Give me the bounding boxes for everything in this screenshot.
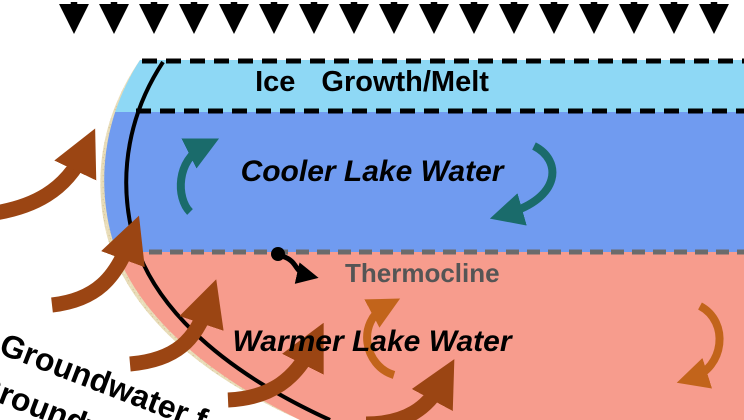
warmer-lake-water-label: Warmer Lake Water (232, 325, 512, 358)
ice-label-primary: Ice (255, 66, 296, 98)
thermocline-callout-arrow (281, 253, 319, 284)
cool-circulation-arrow-right (489, 142, 557, 226)
cool-circulation-arrow-left (176, 138, 220, 215)
ice-label-secondary: Growth/Melt (321, 66, 489, 98)
warm-circulation-arrow-left (363, 298, 401, 379)
groundwater-arrows (0, 128, 455, 420)
cooler-lake-water-label: Cooler Lake Water (240, 155, 504, 188)
ice-growth-melt-label: Ice Growth/Melt (0, 66, 744, 99)
groundwater-arrow (0, 128, 97, 220)
cool-circulation-arrows (176, 138, 557, 226)
warm-circulation-arrow-right (676, 302, 724, 389)
ice-layer (104, 60, 744, 112)
groundwater-arrow (50, 215, 145, 313)
groundwater-arrow (227, 322, 324, 408)
thermocline-dot (271, 247, 285, 261)
thermocline-pointer (271, 247, 319, 284)
groundwater-arrow (129, 279, 224, 372)
thermocline-label: Thermocline (345, 258, 500, 288)
cooler-water-layer (104, 112, 744, 252)
warm-circulation-arrows (363, 298, 724, 389)
groundwater-arrow (365, 359, 455, 420)
precipitation-arrows (59, 2, 729, 34)
